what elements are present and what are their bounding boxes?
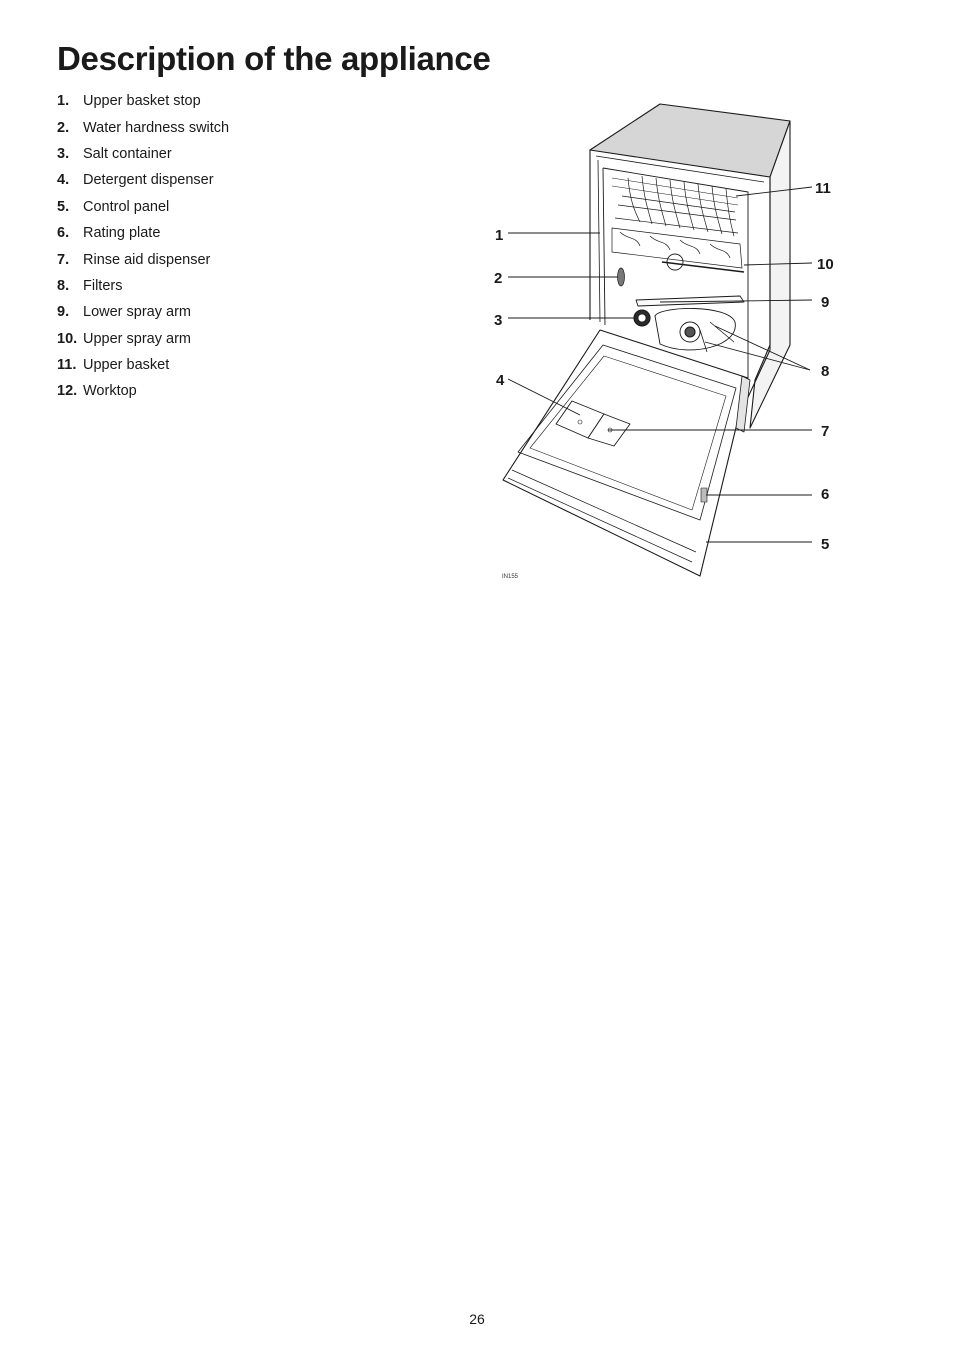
list-item: 9. Lower spray arm: [57, 299, 229, 325]
callout-number: 6: [821, 486, 829, 503]
item-number: 4.: [57, 172, 70, 189]
item-number: 2.: [57, 119, 70, 136]
item-number: 11.: [57, 357, 77, 374]
item-number: 7.: [57, 251, 70, 268]
callout-number: 5: [821, 536, 829, 553]
item-label: Worktop: [83, 383, 137, 400]
callout-number: 4: [496, 372, 505, 389]
item-number: 5.: [57, 198, 70, 215]
callout-number: 8: [821, 363, 829, 380]
callout-leader-lines: [507, 186, 813, 543]
page-number: 26: [469, 1311, 485, 1327]
appliance-drawing: [502, 103, 791, 577]
item-number: 8.: [57, 277, 70, 294]
list-item: 2. Water hardness switch: [57, 114, 229, 140]
page-title: Description of the appliance: [57, 40, 491, 77]
item-number: 12.: [57, 383, 78, 400]
item-label: Filters: [83, 277, 123, 294]
list-item: 5. Control panel: [57, 194, 229, 220]
item-label: Water hardness switch: [83, 119, 230, 136]
item-label: Rinse aid dispenser: [83, 251, 211, 268]
list-item: 12. Worktop: [57, 378, 229, 404]
upper-basket-rack: [611, 175, 743, 269]
list-item: 3. Salt container: [57, 141, 229, 167]
item-label: Detergent dispenser: [83, 172, 214, 189]
callout-number: 9: [821, 294, 829, 311]
worktop: [589, 103, 791, 178]
callout-number: 3: [494, 312, 502, 329]
item-label: Control panel: [83, 198, 170, 215]
list-item: 4. Detergent dispenser: [57, 167, 229, 193]
item-number: 9.: [57, 304, 70, 321]
parts-list: 1. Upper basket stop 2. Water hardness swi…: [57, 88, 229, 405]
figure-code: IN155: [502, 574, 519, 580]
item-label: Salt container: [83, 145, 172, 162]
door: [502, 329, 749, 577]
callout-number: 2: [494, 270, 502, 287]
list-item: 11. Upper basket: [57, 352, 229, 378]
list-item: 10. Upper spray arm: [57, 326, 229, 352]
callout-number: 1: [495, 227, 503, 244]
list-item: 1. Upper basket stop: [57, 88, 229, 114]
dishwasher-illustration: 1 2 3 4 5 6 7 8 9 10 11 IN155: [494, 103, 834, 580]
list-item: 7. Rinse aid dispenser: [57, 246, 229, 272]
callout-number: 10: [817, 256, 834, 273]
item-number: 3.: [57, 145, 70, 162]
callout-number: 7: [821, 423, 829, 440]
item-label: Upper basket stop: [83, 93, 201, 110]
item-label: Upper spray arm: [83, 330, 191, 347]
item-label: Upper basket: [83, 357, 170, 374]
item-number: 1.: [57, 93, 70, 110]
list-item: 6. Rating plate: [57, 220, 229, 246]
item-number: 6.: [57, 225, 70, 242]
callout-number: 11: [815, 180, 831, 197]
item-label: Rating plate: [83, 225, 161, 242]
item-number: 10.: [57, 330, 78, 347]
list-item: 8. Filters: [57, 273, 229, 299]
item-label: Lower spray arm: [83, 304, 191, 321]
